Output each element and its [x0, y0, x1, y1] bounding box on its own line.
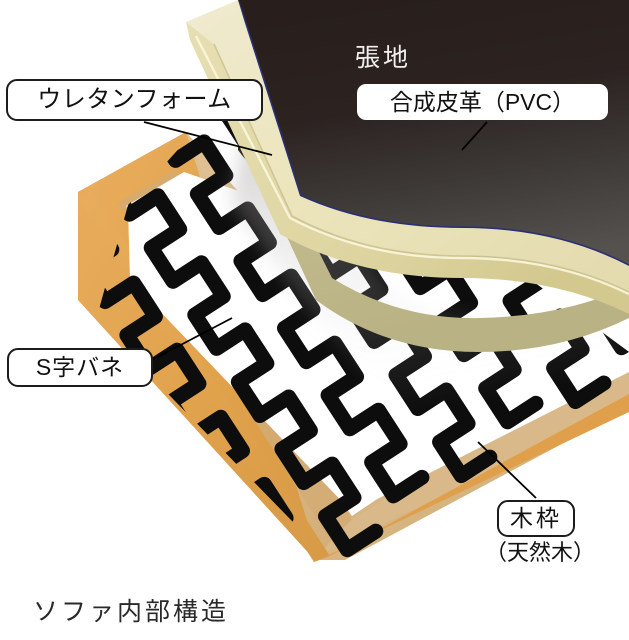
label-urethane-foam[interactable]: ウレタンフォーム: [6, 79, 263, 121]
spring-strip: [124, 72, 430, 504]
label-wooden-frame-text: 木枠: [510, 505, 562, 531]
leader-line-wood: [477, 441, 537, 499]
foam-crease-line: [213, 43, 629, 293]
spring-strip: [96, 141, 316, 560]
foam-top-face: [186, 0, 629, 292]
label-synthetic-leather-pvc[interactable]: 合成皮革（PVC）: [357, 84, 608, 120]
label-natural-wood-text: （天然木）: [485, 540, 596, 565]
label-urethane-foam-text: ウレタンフォーム: [37, 86, 232, 113]
pvc-cover-surface: [238, 0, 629, 268]
label-synthetic-leather-pvc-text: 合成皮革（PVC）: [389, 88, 576, 115]
label-wooden-frame[interactable]: 木枠: [497, 500, 575, 537]
label-s-spring-text: S字バネ: [35, 354, 125, 380]
urethane-foam-group: [186, 0, 629, 352]
label-upholstery-covering: 張地: [355, 46, 411, 71]
diagram-caption: ソファ内部構造: [33, 600, 229, 625]
foam-cast-shadow: [230, 120, 629, 430]
spring-strip: [96, 121, 384, 558]
label-s-spring[interactable]: S字バネ: [7, 348, 153, 387]
leader-lines-group: [143, 121, 537, 499]
label-upholstery-covering-text: 張地: [355, 44, 412, 72]
leader-line-pvc: [461, 121, 488, 151]
foam-side-face: [186, 22, 629, 314]
diagram-caption-text: ソファ内部構造: [33, 598, 230, 626]
leader-line-spring: [151, 317, 233, 361]
leader-line-urethane: [143, 121, 273, 156]
label-natural-wood: （天然木）: [485, 542, 595, 564]
foam-highlight-rib: [194, 35, 629, 296]
